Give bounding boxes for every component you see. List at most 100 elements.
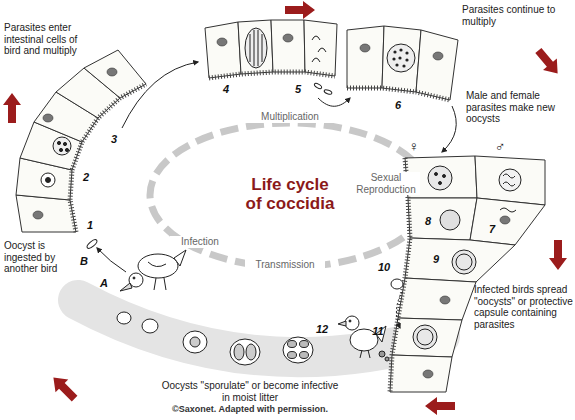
intestinal-cells <box>205 20 337 78</box>
villi-border <box>390 158 410 392</box>
litter-oocysts <box>117 312 313 365</box>
oocyst <box>230 339 260 365</box>
cell <box>271 20 305 72</box>
cell <box>405 238 515 282</box>
schizont-dot <box>57 141 60 144</box>
merozoites <box>312 36 326 62</box>
sporocyst <box>300 352 309 359</box>
callout-number: 4 <box>217 83 235 96</box>
schizont-dot <box>59 148 62 151</box>
nucleus <box>283 34 293 42</box>
oocyst <box>413 325 437 349</box>
dropping <box>385 357 389 361</box>
bird-body <box>138 254 178 278</box>
bird-beak <box>338 321 346 326</box>
trophozoite <box>41 173 55 187</box>
schizont-dot <box>405 58 408 61</box>
bird-eye <box>133 277 135 279</box>
nucleus <box>423 370 433 378</box>
stage-arrow <box>318 98 350 106</box>
schizont-dot <box>405 51 408 54</box>
bird-legs <box>154 278 166 290</box>
sporocyst <box>288 341 297 348</box>
annotation-text: Parasites enter intestinal cells of bird… <box>4 22 84 57</box>
schizont <box>53 137 71 155</box>
stage-label: Multiplication <box>245 111 335 123</box>
cycle-arrow <box>549 240 567 270</box>
nucleus <box>433 52 443 60</box>
cell <box>84 50 146 98</box>
nucleus <box>500 216 510 224</box>
schizont-dot <box>395 63 398 66</box>
stage-arrow <box>97 248 126 272</box>
sporulated-oocyst <box>283 337 313 363</box>
nucleus <box>33 211 43 219</box>
cell <box>390 355 452 392</box>
bird-eye <box>349 320 351 322</box>
cycle-ring <box>150 123 430 267</box>
annotation-text: Infected birds spread "oocysts" or prote… <box>474 284 574 330</box>
annotation-text: Male and female parasites make new oocys… <box>466 90 570 125</box>
bird-wing <box>148 262 166 267</box>
cell <box>392 318 462 357</box>
schizont-dot <box>392 57 395 60</box>
callout-number: B <box>75 255 93 268</box>
forming-oocyst <box>452 250 476 274</box>
diagram-title: Life cycle of coccidia <box>243 176 337 213</box>
schizont-dot <box>63 142 66 145</box>
stage-label: Sexual Reproduction <box>352 172 420 195</box>
merozoite <box>314 82 323 89</box>
callout-number: 2 <box>77 171 95 184</box>
feeding-bird <box>120 250 186 291</box>
nucleus <box>107 68 117 76</box>
callout-number: 6 <box>389 99 407 112</box>
oocyst <box>117 312 131 324</box>
gamete-granule <box>443 175 446 178</box>
microgametes <box>503 174 515 186</box>
callout-number: 11 <box>367 325 389 338</box>
stage-arrow <box>396 292 402 328</box>
cycle-arrow <box>3 93 21 123</box>
released-oocyst <box>391 279 403 289</box>
schizont-dot <box>65 148 68 151</box>
cell <box>16 195 76 232</box>
trophozoite-nucleus <box>46 178 51 183</box>
sporont <box>190 337 200 347</box>
macrogamete <box>428 166 452 190</box>
annotation-text: Oocyst is ingested by another bird <box>4 240 66 275</box>
intestinal-cells <box>347 26 458 100</box>
callout-number: 9 <box>427 253 445 266</box>
callout-number: 8 <box>419 215 437 228</box>
gamete-granule <box>435 173 438 176</box>
cell <box>304 20 337 76</box>
gamete-granule <box>439 182 442 185</box>
stage-label: Infection <box>170 236 230 248</box>
intestinal-cells <box>390 156 545 392</box>
bird-legs <box>360 350 370 358</box>
cell <box>347 26 384 88</box>
cell <box>470 198 545 245</box>
stage-arrow <box>442 106 456 152</box>
callout-number: 7 <box>483 223 501 236</box>
cycle-arrow <box>47 371 81 405</box>
cell <box>408 198 477 240</box>
villi-border <box>209 72 335 78</box>
cell <box>416 30 458 100</box>
annotation-text: Oocysts "sporulate" or become infective … <box>160 380 340 403</box>
sporozoite <box>86 238 98 250</box>
sporocyst <box>288 352 297 359</box>
second-schizont <box>387 44 415 72</box>
schizont-dot <box>399 48 402 51</box>
callout-number: 1 <box>81 219 99 232</box>
villi-border <box>347 88 450 100</box>
stage-label: Transmission <box>245 259 325 271</box>
cell <box>56 68 120 118</box>
microgamete <box>500 208 516 212</box>
schizont <box>245 28 267 68</box>
cycle-arrow <box>531 45 564 80</box>
cell <box>398 278 476 320</box>
zygote <box>440 210 460 230</box>
bird-head <box>345 316 359 330</box>
